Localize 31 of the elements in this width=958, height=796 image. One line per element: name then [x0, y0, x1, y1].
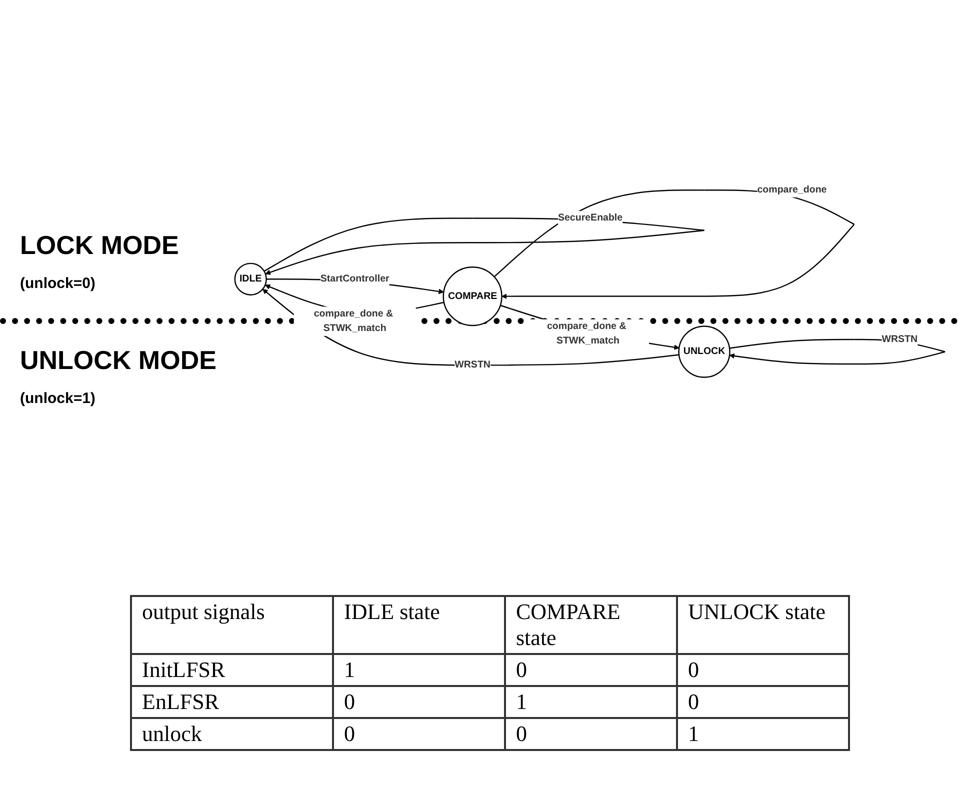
table-cell: EnLFSR — [131, 686, 333, 718]
column-header: COMPARE state — [505, 596, 677, 654]
table-cell: 0 — [677, 654, 849, 686]
column-header: IDLE state — [333, 596, 505, 654]
table-cell: 0 — [677, 686, 849, 718]
table-cell: 0 — [333, 718, 505, 750]
edge-label: WRSTN — [454, 360, 490, 370]
edge-label: compare_done & STWK_match — [547, 321, 626, 346]
arrow — [262, 288, 680, 366]
table-cell: unlock — [131, 718, 333, 750]
table-cell: InitLFSR — [131, 654, 333, 686]
edge-label: compare_done & STWK_match — [314, 308, 394, 334]
edge-label: WRSTN — [882, 334, 918, 344]
mode-condition: (unlock=1) — [20, 390, 96, 407]
table-cell: 0 — [505, 654, 677, 686]
table-cell: 1 — [333, 654, 505, 686]
node-circle: COMPARE — [442, 266, 502, 326]
node-circle: IDLE — [234, 262, 267, 296]
mode-condition: (unlock=0) — [20, 275, 96, 292]
node-circle: UNLOCK — [678, 326, 730, 378]
table-cell: 1 — [677, 718, 849, 750]
table-cell: 1 — [505, 686, 677, 718]
mode-heading: LOCK MODE — [20, 230, 179, 261]
table-cell: 0 — [505, 718, 677, 750]
column-header: UNLOCK state — [677, 596, 849, 654]
edge-label: StartController — [320, 274, 390, 284]
edge-label: compare_done — [757, 184, 827, 195]
edge-label: SecureEnable — [558, 212, 623, 224]
column-header: output signals — [131, 596, 333, 654]
mode-heading: UNLOCK MODE — [20, 345, 216, 376]
table-cell: 0 — [333, 686, 505, 718]
